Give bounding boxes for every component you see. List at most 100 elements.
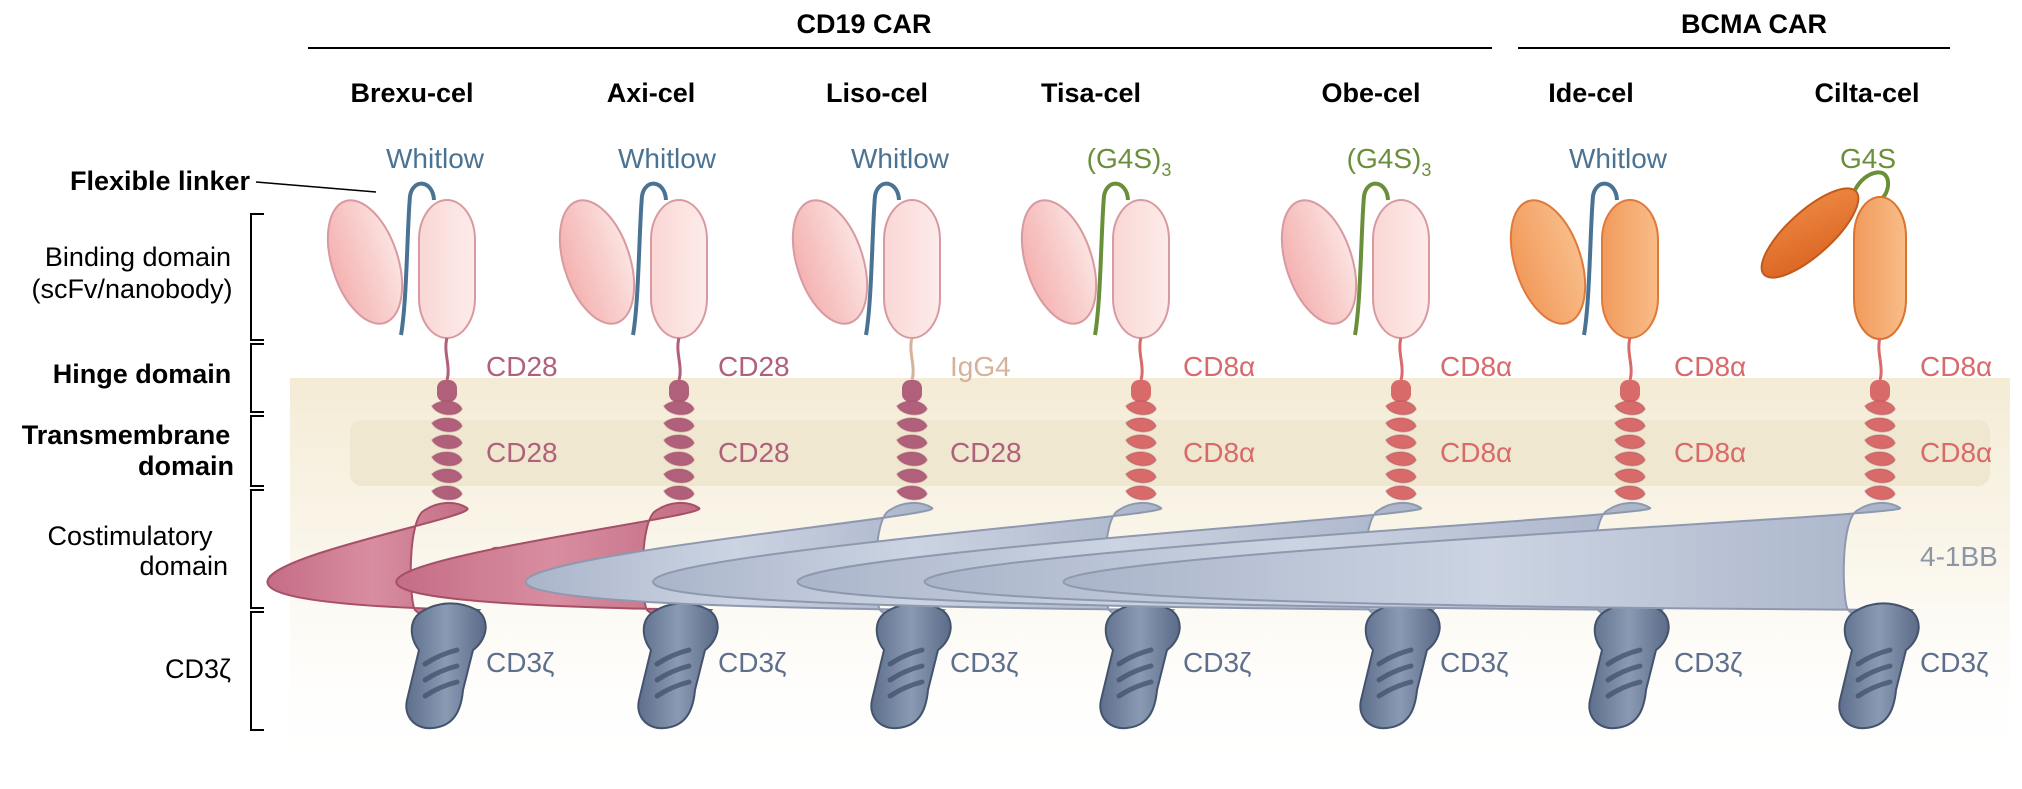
binding-domain [558, 181, 708, 339]
binding-domain [1020, 181, 1170, 339]
hinge-domain [676, 337, 682, 381]
transmembrane-label: CD8α [1674, 437, 1746, 468]
hinge-label: IgG4 [950, 351, 1011, 382]
linker-loop [1582, 181, 1619, 336]
linker-label: Whitlow [386, 143, 485, 174]
transmembrane-helix [663, 380, 695, 501]
scfv-vh-domain [883, 199, 941, 339]
cd3z-domain [870, 602, 952, 730]
scfv-vl-domain [326, 199, 404, 325]
product-name: Cilta-cel [1814, 78, 1919, 108]
cd3z-label: CD3ζ [718, 647, 786, 678]
hinge-label: CD8α [1920, 351, 1992, 382]
cd3z-domain [1359, 602, 1441, 730]
hinge-domain [444, 337, 450, 381]
row-label-flexible-linker: Flexible linker [70, 166, 251, 196]
transmembrane-label: CD28 [486, 437, 558, 468]
binding-domain [791, 181, 941, 339]
transmembrane-helix [896, 380, 928, 501]
hinge-domain [909, 337, 915, 381]
cd3z-domain [1838, 602, 1920, 730]
binding-domain [1280, 181, 1430, 339]
transmembrane-helix [1385, 380, 1417, 501]
transmembrane-label: CD8α [1920, 437, 1992, 468]
bracket-cd3z [250, 611, 264, 731]
cd3z-domain [405, 602, 487, 730]
transmembrane-helix [1864, 380, 1896, 501]
hinge-domain [1627, 337, 1633, 381]
cd3z-domain [1588, 602, 1670, 730]
row-label-hinge: Hinge domain [53, 359, 232, 389]
scfv-vl-domain [791, 199, 869, 325]
linker-label: Whitlow [1569, 143, 1668, 174]
cell-membrane-band [350, 420, 1990, 486]
hinge-domain [1138, 337, 1144, 381]
linker-label: Whitlow [618, 143, 717, 174]
product-name: Axi-cel [607, 78, 696, 108]
car-column-brexu-cel: Brexu-celWhitlowCD28CD28CD28CD3ζ [266, 78, 558, 730]
transmembrane-label: CD8α [1440, 437, 1512, 468]
hinge-domain [1877, 337, 1883, 381]
row-label-costimulatory-1: Costimulatory [47, 521, 213, 551]
product-name: Brexu-cel [350, 78, 473, 108]
hinge-label: CD8α [1183, 351, 1255, 382]
scfv-vh-domain [1601, 199, 1659, 339]
costimulatory-domain [266, 502, 482, 620]
binding-domain [1760, 170, 1907, 340]
transmembrane-label: CD28 [718, 437, 790, 468]
cd3z-label: CD3ζ [1674, 647, 1742, 678]
transmembrane-label: CD8α [1183, 437, 1255, 468]
row-label-cd3z: CD3ζ [165, 654, 231, 684]
cd3z-domain [637, 602, 719, 730]
row-label-transmembrane-1: Transmembrane [22, 420, 231, 450]
product-columns: Brexu-celWhitlowCD28CD28CD28CD3ζAxi-celW… [266, 78, 1998, 730]
scfv-vh-domain [650, 199, 708, 339]
linker-loop [631, 181, 668, 336]
hinge-label: CD8α [1440, 351, 1512, 382]
group-title-bcma: BCMA CAR [1681, 9, 1827, 39]
linker-label: Whitlow [851, 143, 950, 174]
scfv-vh-domain [418, 199, 476, 339]
cd3z-label: CD3ζ [1920, 647, 1988, 678]
linker-label: (G4S)3 [1347, 143, 1432, 180]
bracket-hinge [250, 343, 264, 413]
linker-loop [1353, 181, 1390, 336]
linker-label: G4S [1840, 143, 1896, 174]
bracket-costimulatory [250, 489, 264, 609]
scfv-vl-domain [1020, 199, 1098, 325]
row-label-transmembrane-2: domain [138, 451, 234, 481]
transmembrane-helix [1125, 380, 1157, 501]
cd3z-label: CD3ζ [950, 647, 1018, 678]
row-label-costimulatory-2: domain [139, 551, 228, 581]
binding-domain [326, 181, 476, 339]
group-title-cd19: CD19 CAR [796, 9, 931, 39]
bracket-binding [250, 213, 264, 341]
linker-loop [399, 181, 436, 336]
transmembrane-label: CD28 [950, 437, 1022, 468]
costimulatory-label: 4-1BB [1920, 541, 1998, 572]
scfv-vh-domain [1112, 199, 1170, 339]
transmembrane-helix [1614, 380, 1646, 501]
scfv-vl-domain [558, 199, 636, 325]
product-name: Ide-cel [1548, 78, 1634, 108]
cd3z-label: CD3ζ [1440, 647, 1508, 678]
flexible-linker-pointer [255, 181, 377, 193]
hinge-label: CD28 [486, 351, 558, 382]
scfv-vl-domain [1280, 199, 1358, 325]
product-name: Tisa-cel [1041, 78, 1141, 108]
transmembrane-helix [431, 380, 463, 501]
product-name: Obe-cel [1321, 78, 1420, 108]
linker-loop [1093, 181, 1130, 336]
scfv-vh-domain [1372, 199, 1430, 339]
cd3z-label: CD3ζ [486, 647, 554, 678]
binding-domain [1509, 181, 1659, 339]
bracket-transmembrane [250, 415, 264, 487]
row-label-binding-2: (scFv/nanobody) [31, 274, 232, 304]
hinge-domain [1398, 337, 1404, 381]
nanobody-vhh-1 [1760, 187, 1860, 279]
hinge-label: CD8α [1674, 351, 1746, 382]
